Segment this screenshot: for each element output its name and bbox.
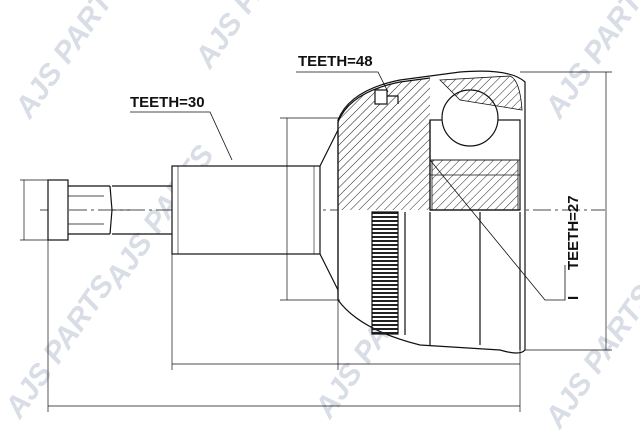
drawing-lines [20, 70, 612, 412]
bell-hatch [338, 78, 430, 210]
label-teeth-27: TEETH=27 [565, 195, 582, 270]
label-teeth-48: TEETH=48 [298, 53, 373, 70]
watermark-text: AJS PARTS [188, 0, 311, 75]
abs-ring [371, 211, 399, 335]
label-teeth-30: TEETH=30 [130, 94, 205, 111]
leader-teeth-30 [130, 111, 233, 161]
leader-teeth-27 [429, 159, 566, 301]
watermark-text: AJS PARTS [538, 0, 640, 125]
stub-shaft-tip [47, 179, 69, 241]
inner-race-hatch [439, 75, 523, 111]
watermark-text: AJS PARTS [538, 279, 640, 434]
spline-shaft [171, 165, 321, 255]
label-right-marker: I [565, 296, 582, 300]
watermark-text: AJS PARTS [8, 0, 131, 125]
watermark-text: AJS PARTS [0, 269, 121, 424]
leader-teeth-48 [296, 71, 389, 93]
